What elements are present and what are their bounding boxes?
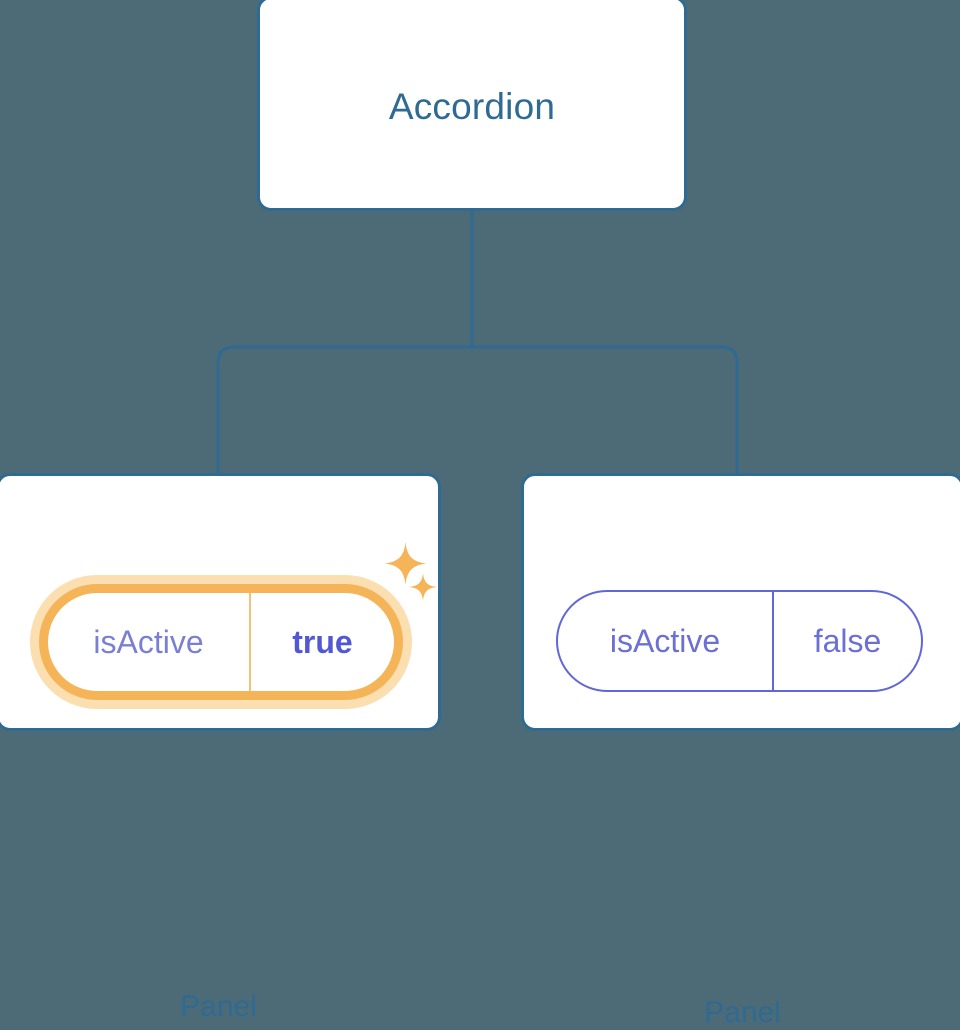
prop-key-label: isActive — [93, 623, 204, 660]
prop-divider — [249, 593, 251, 691]
prop-key-label: isActive — [609, 622, 721, 659]
node-panel-2-title: Panel — [704, 996, 781, 1029]
node-accordion[interactable]: Accordion — [257, 0, 687, 211]
node-panel-1-title: Panel — [180, 990, 257, 1023]
prop-divider — [772, 592, 774, 690]
node-accordion-title: Accordion — [388, 86, 556, 127]
prop-value-label: true — [292, 623, 353, 660]
prop-pill-isactive-false[interactable]: isActive false — [556, 590, 923, 692]
prop-value-label: false — [813, 622, 882, 659]
prop-pill-isactive-true[interactable]: isActive true — [39, 584, 403, 700]
connector-branch-bus — [216, 345, 739, 473]
